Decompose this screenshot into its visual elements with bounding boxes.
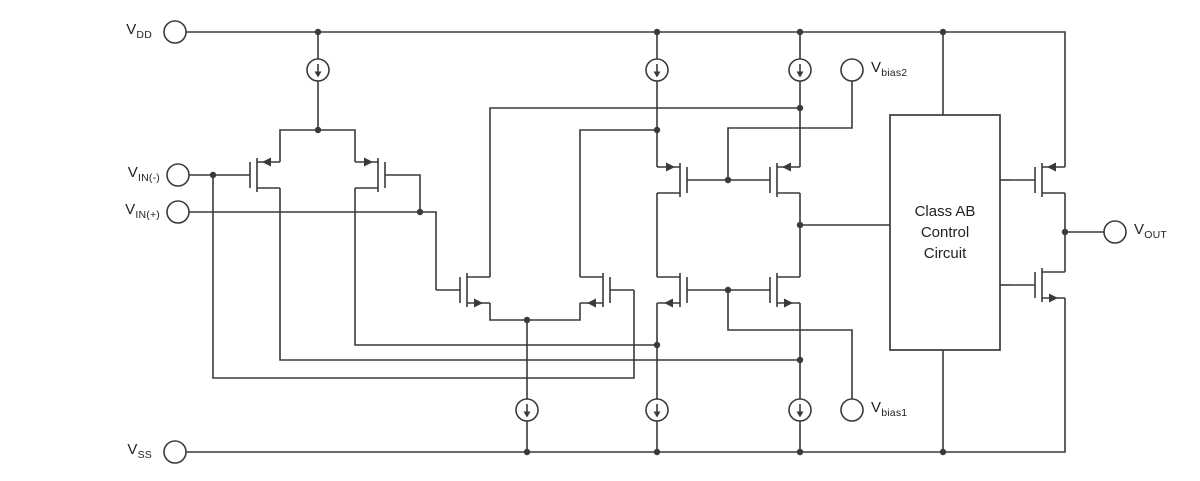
- input-nmos-right-transistor: [579, 272, 635, 309]
- current-source-icon: [306, 58, 330, 82]
- junction-dot: [314, 126, 322, 134]
- wire-vin-plus: [189, 211, 437, 290]
- vss-terminal: [163, 440, 187, 464]
- output-nmos-transistor: [1010, 267, 1066, 304]
- current-sources: [306, 58, 812, 422]
- junction-dot: [314, 28, 322, 36]
- junction-dot: [724, 176, 732, 184]
- vin-minus-label: VIN(-): [127, 164, 160, 184]
- wire-pmos-pair-sources: [279, 129, 356, 162]
- vbias1-terminal: [840, 398, 864, 422]
- class-ab-line2: Control: [920, 224, 970, 241]
- vbias2-terminal: [840, 58, 864, 82]
- junction-dot: [653, 448, 661, 456]
- junction-dot: [796, 104, 804, 112]
- wire-vbias2: [727, 81, 853, 180]
- junction-dot: [796, 28, 804, 36]
- wire-vbias1: [727, 290, 853, 399]
- current-source-icon: [788, 58, 812, 82]
- class-ab-control-box: [889, 114, 1001, 351]
- class-ab-line3: Circuit: [923, 245, 967, 262]
- junction-dot: [796, 356, 804, 364]
- junction-dot: [653, 341, 661, 349]
- wire-m2-drain-fold: [354, 188, 657, 346]
- wire-nl-drain-fold: [489, 107, 800, 277]
- vout-terminal: [1103, 220, 1127, 244]
- junction-dot: [523, 316, 531, 324]
- input-stage-wires: [189, 107, 800, 379]
- vin-plus-terminal: [166, 200, 190, 224]
- vbias1-label: Vbias1: [871, 399, 908, 419]
- junction-dot: [939, 28, 947, 36]
- junction-dot: [796, 221, 804, 229]
- junction-dot: [939, 448, 947, 456]
- cascode-pmos-right-transistor: [745, 161, 801, 198]
- cascode-nmos-left-transistor: [656, 272, 712, 309]
- output-pmos-transistor: [1010, 161, 1066, 198]
- vin-minus-terminal: [166, 163, 190, 187]
- junction-dot: [796, 448, 804, 456]
- class-ab-control-box-label: Class AB Control Circuit: [890, 115, 1000, 350]
- current-source-icon: [645, 398, 669, 422]
- junction-dot: [416, 208, 424, 216]
- wire-m1-drain-fold: [279, 188, 800, 361]
- vout-label: VOUT: [1134, 221, 1167, 241]
- cascode-nmos-right-transistor: [745, 272, 801, 309]
- wire-nmos-pair-sources: [489, 303, 581, 321]
- vdd-label: VDD: [126, 21, 152, 41]
- wire-vdd-rail: [186, 31, 1066, 167]
- cascode-pmos-left-transistor: [656, 161, 712, 198]
- wire-vin-minus-cross: [212, 175, 635, 379]
- supply-rails: [186, 31, 1066, 453]
- junction-dot: [209, 171, 217, 179]
- junction-dot: [523, 448, 531, 456]
- current-source-icon: [515, 398, 539, 422]
- input-nmos-left-transistor: [435, 272, 491, 309]
- class-ab-line1: Class AB: [914, 203, 976, 220]
- wire-vss-rail: [186, 298, 1066, 453]
- junction-dot: [724, 286, 732, 294]
- vdd-terminal: [163, 20, 187, 44]
- vin-plus-label: VIN(+): [125, 201, 160, 221]
- cascode-wires: [656, 81, 890, 399]
- junction-dots: [209, 28, 1069, 456]
- junction-dot: [653, 28, 661, 36]
- wire-nr-drain-fold: [579, 129, 657, 277]
- vbias2-label: Vbias2: [871, 59, 908, 79]
- terminals: [163, 20, 1127, 464]
- wire-m2-gate-tap: [409, 174, 421, 212]
- input-pmos-left-transistor: [225, 156, 281, 193]
- current-source-wires: [317, 32, 801, 452]
- input-pmos-right-transistor: [354, 156, 410, 193]
- junction-dot: [1061, 228, 1069, 236]
- vss-label: VSS: [127, 441, 152, 461]
- junction-dot: [653, 126, 661, 134]
- current-source-icon: [645, 58, 669, 82]
- current-source-icon: [788, 398, 812, 422]
